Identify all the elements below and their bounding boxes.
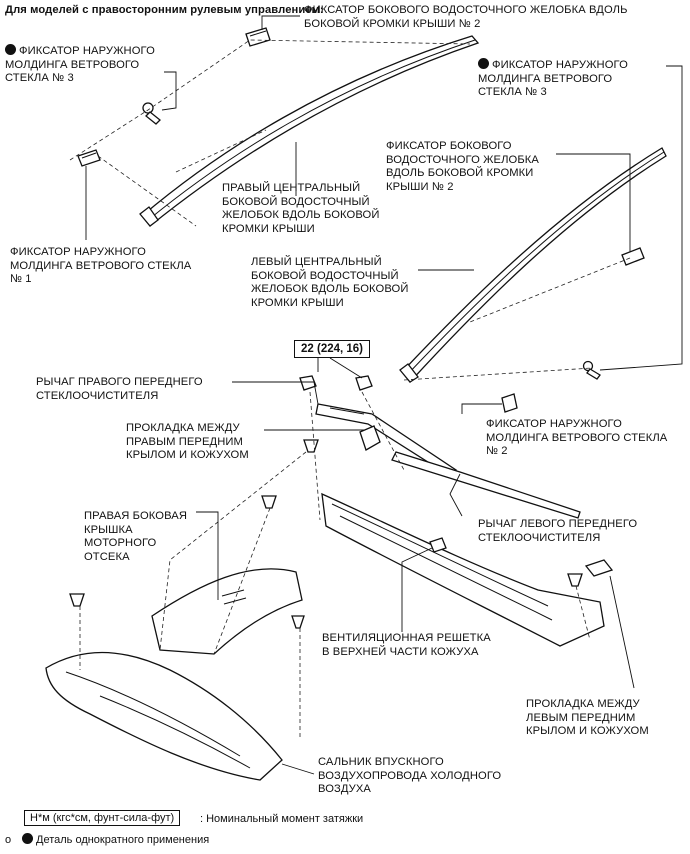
retainer-no2-lower-part (501, 393, 518, 413)
cowl-louver-part (321, 492, 605, 647)
left-center-gutter-part (399, 147, 667, 383)
label-retainer-ws-no3-right: ФИКСАТОР НАРУЖНОГО МОЛДИНГА ВЕТРОВОГО СТ… (478, 58, 628, 99)
label-right-engine-cover: ПРАВАЯ БОКОВАЯ КРЫШКА МОТОРНОГО ОТСЕКА (84, 510, 187, 563)
retainer-no2-top-part (245, 27, 271, 47)
left-fender-seal-part (584, 559, 614, 577)
page-mark: o (5, 834, 12, 846)
legend-unit-box: Н*м (кгс*см, фунт-сила-фут) (24, 810, 181, 826)
non-reusable-bullet-icon (478, 58, 489, 69)
label-retainer-ws-no2: ФИКСАТОР НАРУЖНОГО МОЛДИНГА ВЕТРОВОГО СТ… (486, 418, 668, 458)
label-right-fender-seal: ПРОКЛАДКА МЕЖДУ ПРАВЫМ ПЕРЕДНИМ КРЫЛОМ И… (126, 422, 249, 462)
legend-unit-desc: : Номинальный момент затяжки (200, 813, 364, 825)
label-left-center-gutter: ЛЕВЫЙ ЦЕНТРАЛЬНЫЙ БОКОВОЙ ВОДОСТОЧНЫЙ ЖЕ… (251, 256, 409, 309)
right-engine-cover-part (151, 568, 303, 655)
guide-lines (69, 39, 631, 740)
label-cool-air-seal: САЛЬНИК ВПУСКНОГО ВОЗДУХОПРОВОДА ХОЛОДНО… (318, 756, 502, 796)
retainer-no2-right-part (621, 247, 645, 266)
label-left-wiper-arm: РЫЧАГ ЛЕВОГО ПЕРЕДНЕГО СТЕКЛООЧИСТИТЕЛЯ (478, 518, 638, 544)
right-fender-seal-part (359, 425, 381, 451)
rhd-note: Для моделей с правосторонним рулевым упр… (5, 4, 324, 16)
label-retainer-ws-no1: ФИКСАТОР НАРУЖНОГО МОЛДИНГА ВЕТРОВОГО СТ… (10, 246, 192, 286)
retainer-no3-right-part (582, 360, 601, 380)
retainer-no3-left-part (142, 102, 161, 125)
label-retainer-ws-no3-left: ФИКСАТОР НАРУЖНОГО МОЛДИНГА ВЕТРОВОГО СТ… (5, 44, 155, 85)
label-right-wiper-arm: РЫЧАГ ПРАВОГО ПЕРЕДНЕГО СТЕКЛООЧИСТИТЕЛЯ (36, 376, 203, 402)
label-retainer-side-gutter-no2-right: ФИКСАТОР БОКОВОГО ВОДОСТОЧНОГО ЖЕЛОБКА В… (386, 140, 539, 193)
label-right-center-gutter: ПРАВЫЙ ЦЕНТРАЛЬНЫЙ БОКОВОЙ ВОДОСТОЧНЫЙ Ж… (222, 182, 380, 235)
label-left-fender-seal: ПРОКЛАДКА МЕЖДУ ЛЕВЫМ ПЕРЕДНИМ КРЫЛОМ И … (526, 698, 649, 738)
retainer-no1-part (77, 149, 101, 167)
left-wiper-arm-part (391, 451, 581, 519)
torque-spec: 22 (224, 16) (294, 340, 371, 358)
wiper-nuts-part (299, 375, 373, 391)
right-center-gutter-part (139, 35, 480, 227)
clips-part (69, 439, 583, 629)
non-reusable-bullet-icon (22, 833, 33, 844)
label-retainer-side-gutter-no2-top: ФИКСАТОР БОКОВОГО ВОДОСТОЧНОГО ЖЕЛОБКА В… (304, 4, 628, 30)
non-reusable-bullet-icon (5, 44, 16, 55)
label-cowl-top-louver: ВЕНТИЛЯЦИОННАЯ РЕШЕТКА В ВЕРХНЕЙ ЧАСТИ К… (322, 632, 491, 658)
legend-non-reusable: Деталь однократного применения (22, 833, 209, 846)
leader-lines (85, 15, 683, 775)
cool-air-seal-part (45, 651, 283, 781)
